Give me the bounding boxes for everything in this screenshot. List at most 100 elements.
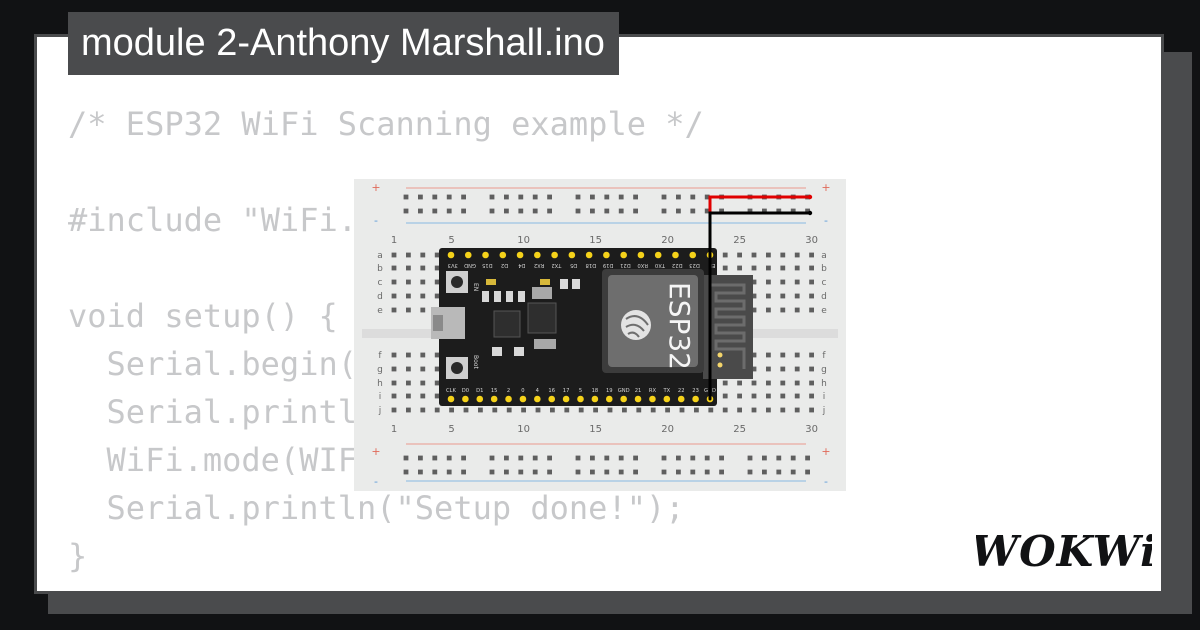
esp32-pin <box>603 251 610 259</box>
breadboard-hole <box>679 407 685 413</box>
esp32-pin <box>577 395 584 403</box>
rail-hole <box>719 455 724 461</box>
breadboard-hole <box>391 393 397 399</box>
rail-hole <box>618 455 624 461</box>
column-number: 5 <box>448 235 454 246</box>
rail-hole <box>432 469 438 475</box>
breadboard-hole <box>766 366 771 372</box>
row-letter: b <box>377 264 383 274</box>
rail-hole <box>532 208 538 214</box>
espressif-logo-swirl <box>625 315 649 338</box>
column-number: 15 <box>589 424 602 435</box>
row-letter: f <box>378 351 382 361</box>
esp32-pin <box>677 395 685 403</box>
breadboard-hole <box>780 307 786 313</box>
en-button-cap <box>451 362 463 374</box>
code-line: } <box>68 537 88 575</box>
breadboard-hole <box>751 407 757 413</box>
smd-component <box>494 291 501 302</box>
breadboard-hole <box>420 279 426 285</box>
esp32-pin <box>447 395 455 403</box>
breadboard-hole <box>391 252 397 258</box>
rail-hole <box>575 469 581 475</box>
breadboard-hole <box>391 366 397 372</box>
rail-hole <box>747 469 753 475</box>
breadboard-hole <box>434 279 440 285</box>
rail-hole <box>776 208 782 214</box>
breadboard-hole <box>780 407 786 413</box>
breadboard-hole <box>794 293 800 299</box>
rail-hole <box>690 469 696 475</box>
rail-minus-label: - <box>824 475 828 488</box>
breadboard-hole <box>751 352 757 358</box>
rail-hole <box>432 194 438 200</box>
rail-hole <box>762 469 767 475</box>
breadboard-hole <box>751 307 757 313</box>
breadboard-hole <box>737 407 742 413</box>
breadboard-hole <box>751 279 757 285</box>
breadboard-hole <box>434 366 440 372</box>
esp32-pin <box>464 251 472 259</box>
usb-uart-chip <box>493 310 521 338</box>
rail-hole <box>590 455 595 461</box>
esp32-pin <box>462 395 469 403</box>
breadboard-hole <box>391 265 397 271</box>
rail-hole <box>676 455 681 461</box>
rail-plus-label: + <box>821 445 830 458</box>
breadboard-hole <box>751 293 757 299</box>
rail-hole <box>532 469 538 475</box>
breadboard-hole <box>406 366 411 372</box>
wire-end <box>807 194 813 200</box>
breadboard-hole <box>535 407 541 413</box>
rail-hole <box>704 455 710 461</box>
breadboard-hole <box>665 407 670 413</box>
rail-hole <box>432 455 438 461</box>
breadboard-hole <box>809 265 814 271</box>
esp32-pin <box>490 395 498 403</box>
esp32-pin-label: 18 <box>592 388 599 394</box>
rail-hole <box>532 455 538 461</box>
breadboard-hole <box>751 393 757 399</box>
rail-hole <box>618 194 624 200</box>
breadboard-hole <box>650 407 656 413</box>
column-number: 1 <box>391 235 397 246</box>
rail-hole <box>676 208 681 214</box>
rail-hole <box>418 208 423 214</box>
code-line: Serial.println("Setup done!"); <box>68 489 685 527</box>
breadboard-hole <box>766 279 771 285</box>
esp32-pin-label: 15 <box>491 388 498 394</box>
smd-component <box>534 339 556 349</box>
esp32-antenna-trace <box>711 283 746 369</box>
breadboard-hole <box>722 252 728 258</box>
esp32-pin-label: CLK <box>446 388 457 394</box>
rail-hole <box>403 455 409 461</box>
esp32-pin <box>548 395 556 403</box>
column-number: 30 <box>805 424 818 435</box>
rail-hole <box>504 208 509 214</box>
breadboard-hole <box>751 265 757 271</box>
rail-hole <box>489 194 495 200</box>
breadboard-hole <box>809 407 814 413</box>
esp32-pin <box>519 395 527 403</box>
breadboard-hole <box>391 407 397 413</box>
breadboard-hole <box>794 380 800 386</box>
rail-hole <box>747 208 753 214</box>
esp32-pin <box>562 395 570 403</box>
esp32-pin <box>534 395 541 403</box>
breadboard-hole <box>420 252 426 258</box>
esp32-pin <box>591 395 599 403</box>
rail-hole <box>690 208 696 214</box>
status-led <box>717 352 723 358</box>
rail-hole <box>518 194 524 200</box>
rail-hole <box>446 455 452 461</box>
breadboard-hole <box>794 407 800 413</box>
rail-hole <box>575 194 581 200</box>
rail-hole <box>604 194 610 200</box>
breadboard-hole <box>780 393 786 399</box>
rail-hole <box>690 455 696 461</box>
esp32-pin <box>605 395 613 403</box>
column-number: 10 <box>517 424 530 435</box>
breadboard-hole <box>420 393 426 399</box>
rail-hole <box>719 469 724 475</box>
